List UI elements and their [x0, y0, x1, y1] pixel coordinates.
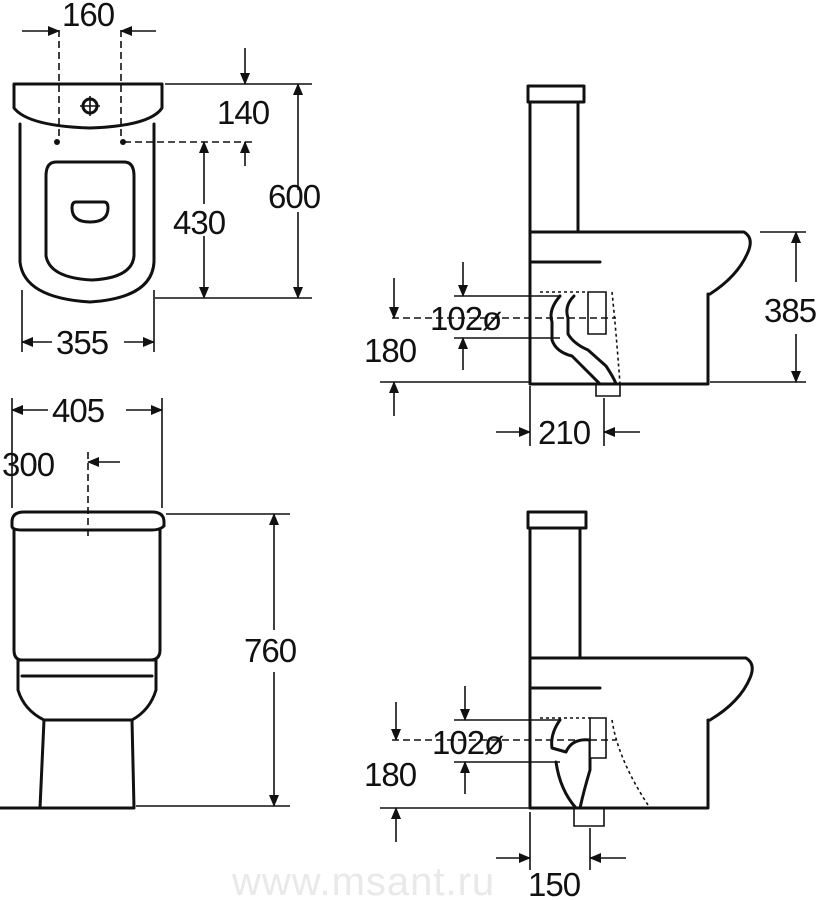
- side-view-pedestal: [528, 230, 710, 386]
- dim-total-depth: 600: [268, 178, 321, 215]
- top-view-cistern-outline: [12, 82, 164, 130]
- seat-fixing-hole-left: [54, 139, 60, 145]
- p-trap-collar: [587, 291, 607, 335]
- dim-outlet-diameter: 102ø: [430, 300, 502, 337]
- top-view-drain-hole: [70, 200, 110, 224]
- s-trap-collar: [589, 717, 607, 759]
- top-view-bowl-outline: [18, 122, 156, 304]
- front-view-bowl: [16, 658, 158, 722]
- dim-outlet-from-wall: 210: [538, 414, 591, 451]
- top-view-seat-opening: [44, 160, 136, 282]
- s-trap-pipe-inner: [554, 760, 578, 810]
- dim-center-offset: 300: [2, 446, 55, 483]
- dim-side-height: 385: [764, 292, 816, 329]
- s-side-cistern: [528, 526, 582, 660]
- dim-s-outlet-from-wall: 150: [528, 866, 581, 900]
- side-view-s-trap: 102ø 180 150: [364, 510, 754, 900]
- dim-s-outlet-height: 180: [364, 756, 417, 793]
- s-side-cistern-lid: [526, 510, 588, 530]
- dim-seat-fixing-spacing: 160: [62, 0, 115, 33]
- s-trap-pipe: [550, 718, 592, 810]
- side-view-bowl-rim: [528, 230, 752, 296]
- dim-total-height: 760: [244, 632, 297, 669]
- p-trap-pipe-inner: [565, 294, 618, 386]
- s-side-pedestal: [528, 656, 710, 810]
- dim-outlet-height: 180: [364, 332, 417, 369]
- dim-s-outlet-diameter: 102ø: [432, 724, 504, 761]
- top-view: 160 140 600 430 355: [12, 0, 322, 361]
- seat-fixing-hole-right: [120, 139, 126, 145]
- dim-width: 355: [56, 324, 108, 361]
- side-view-cistern: [528, 100, 580, 234]
- front-view-pedestal: [38, 718, 136, 810]
- side-view-cistern-lid: [526, 84, 586, 104]
- dim-cistern-width: 405: [52, 392, 104, 429]
- watermark: www.msant.ru: [231, 860, 495, 900]
- front-view: 405 300 760: [0, 392, 298, 810]
- s-side-bowl-rim: [528, 656, 754, 722]
- front-view-cistern: [12, 528, 162, 662]
- front-view-cistern-lid: [10, 510, 166, 532]
- p-trap-pipe: [549, 294, 602, 386]
- dim-fixing-to-back: 140: [217, 94, 270, 131]
- side-view-p-trap: 385 102ø 180 210: [364, 84, 817, 451]
- dim-fixing-to-front: 430: [173, 204, 226, 241]
